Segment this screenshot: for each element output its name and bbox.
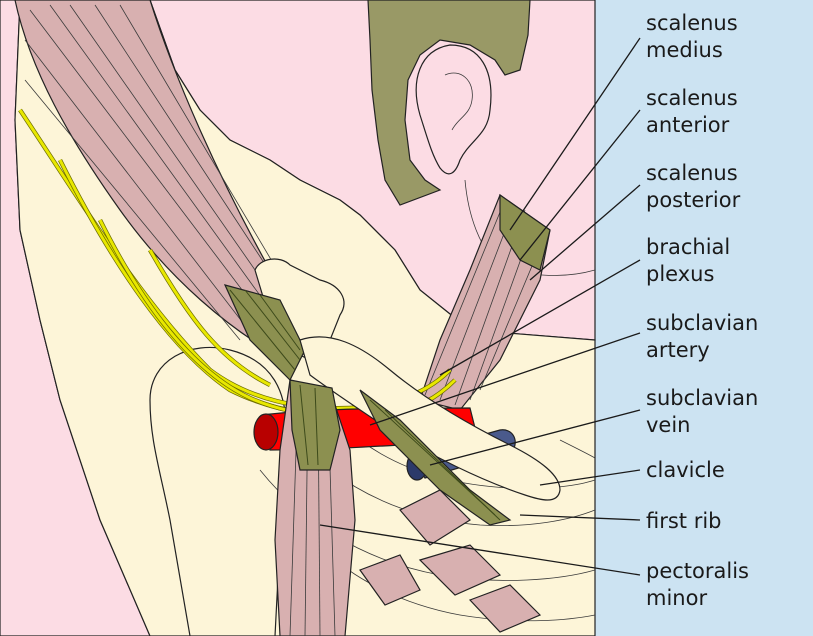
subclavian-artery-end [254, 414, 278, 450]
label-clavicle: clavicle [646, 458, 725, 482]
label-first-rib: first rib [646, 509, 722, 533]
